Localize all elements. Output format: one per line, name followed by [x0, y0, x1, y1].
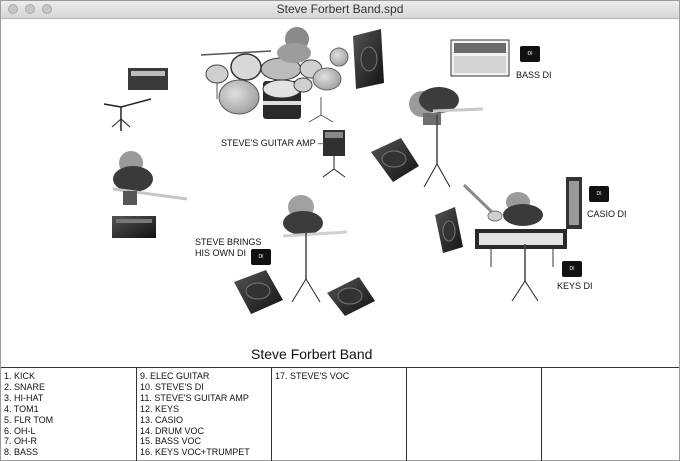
monitor-wedge-icon[interactable]: [371, 138, 419, 182]
input-row: 14. DRUM VOC: [140, 425, 205, 436]
monitor-wedge-icon[interactable]: [353, 29, 384, 89]
input-list-column-5: [542, 368, 679, 461]
input-list-table: 1. KICK 2. SNARE 3. HI-HAT 4. TOM1 5. FL…: [1, 367, 679, 461]
input-row: 5. FLR TOM: [4, 414, 54, 425]
di-badge-text: DI: [570, 266, 575, 272]
title-bar[interactable]: Steve Forbert Band.spd: [1, 1, 679, 19]
keys-di-box-icon[interactable]: DI: [562, 261, 582, 277]
guitar-player-icon[interactable]: [112, 151, 188, 205]
window-title: Steve Forbert Band.spd: [276, 2, 404, 16]
stage-drawing: DI: [103, 27, 609, 316]
input-list-column-1: 1. KICK 2. SNARE 3. HI-HAT 4. TOM1 5. FL…: [1, 368, 137, 461]
guitar-amp-label: STEVE'S GUITAR AMP –: [221, 138, 323, 148]
bass-di-box-icon[interactable]: DI: [520, 46, 540, 62]
input-row: 11. STEVE'S GUITAR AMP: [140, 392, 249, 403]
drum-monitor-amp-icon[interactable]: [103, 68, 168, 131]
own-di-label-line1: STEVE BRINGS: [195, 237, 262, 247]
steve-lead-vocal-icon[interactable]: [282, 195, 348, 303]
di-badge-text: DI: [597, 191, 602, 197]
input-row: 4. TOM1: [4, 403, 39, 414]
bass-amp-icon[interactable]: [450, 39, 510, 77]
di-badge-text: DI: [528, 51, 533, 57]
monitor-wedge-icon[interactable]: [112, 216, 156, 238]
own-di-label-line2: HIS OWN DI: [195, 248, 246, 258]
minimize-window-button[interactable]: [25, 4, 35, 14]
input-list-column-4: [407, 368, 542, 461]
monitor-wedge-icon[interactable]: [234, 270, 283, 314]
keys-di-label: KEYS DI: [557, 281, 593, 291]
close-window-button[interactable]: [8, 4, 18, 14]
monitor-wedge-icon[interactable]: [327, 277, 375, 316]
input-row: 6. OH-L: [4, 425, 36, 436]
trumpet-icon[interactable]: [462, 183, 503, 222]
monitor-wedge-icon[interactable]: [435, 207, 463, 253]
input-row: 13. CASIO: [140, 414, 184, 425]
input-row: 17. STEVE'S VOC: [275, 371, 350, 381]
input-row: 1. KICK: [4, 371, 36, 381]
keyboard-icon[interactable]: [475, 229, 567, 267]
input-row: 8. BASS: [4, 447, 39, 458]
bass-di-label: BASS DI: [516, 70, 552, 80]
input-row: 2. SNARE: [4, 381, 46, 392]
band-title: Steve Forbert Band: [251, 346, 373, 362]
input-row: 10. STEVE'S DI: [140, 381, 204, 392]
input-row: 3. HI-HAT: [4, 392, 44, 403]
input-list-column-2: 9. ELEC GUITAR 10. STEVE'S DI 11. STEVE'…: [137, 368, 272, 461]
input-row: 12. KEYS: [140, 403, 180, 414]
steves-di-box-icon[interactable]: DI: [251, 249, 271, 265]
casio-di-label: CASIO DI: [587, 209, 627, 219]
input-row: 7. OH-R: [4, 436, 38, 447]
stage-plot-canvas[interactable]: DI: [1, 19, 679, 367]
keys-player-icon[interactable]: [503, 192, 543, 226]
bass-player-icon[interactable]: [409, 87, 484, 188]
input-list-column-3: 17. STEVE'S VOC: [272, 368, 407, 461]
input-row: 15. BASS VOC: [140, 436, 202, 447]
drum-kit-icon[interactable]: [200, 27, 349, 123]
zoom-window-button[interactable]: [42, 4, 52, 14]
input-row: 16. KEYS VOC+TRUMPET: [140, 447, 250, 458]
input-row: 9. ELEC GUITAR: [140, 371, 210, 381]
casio-di-box-icon[interactable]: DI: [589, 186, 609, 202]
casio-keyboard-icon[interactable]: [566, 177, 582, 229]
keys-mic-stand-icon[interactable]: [511, 244, 539, 302]
di-badge-text: DI: [259, 254, 264, 260]
steves-guitar-amp-icon[interactable]: [322, 130, 346, 178]
